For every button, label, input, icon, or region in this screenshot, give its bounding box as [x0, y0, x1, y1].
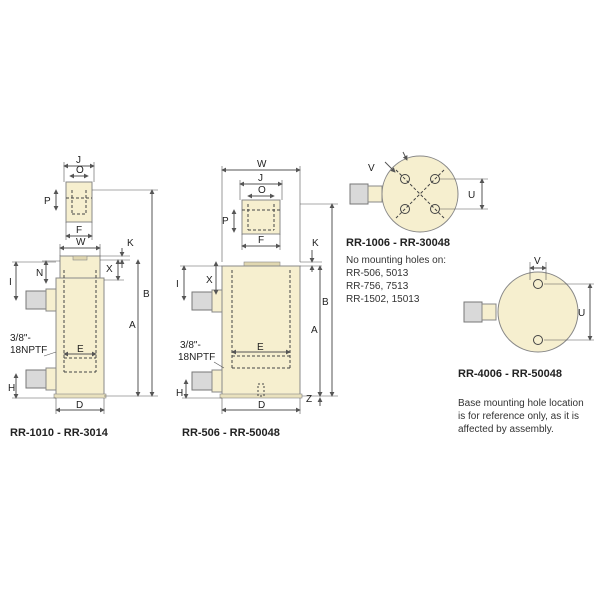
- middle-dim-O: O: [258, 185, 266, 196]
- bottom-right-dim-V: V: [534, 256, 541, 267]
- left-dim-H: H: [8, 383, 15, 394]
- left-dim-N: N: [36, 268, 43, 279]
- top-right-dim-V: V: [368, 163, 375, 174]
- mount-hole-2: [430, 174, 440, 184]
- middle-dim-E: E: [257, 342, 264, 353]
- bottom-right-base-circle: [497, 271, 579, 353]
- top-right-note-line-4: RR-1502, 15013: [346, 294, 420, 305]
- middle-port-label-2: 18NPTF: [178, 352, 215, 363]
- bottom-right-dim-U: U: [578, 308, 585, 319]
- middle-dim-K: K: [312, 238, 319, 249]
- left-plunger-box: [65, 181, 93, 223]
- left-cylinder-drawing: J O P F W: [8, 155, 158, 439]
- left-dim-D: D: [76, 400, 83, 411]
- middle-plunger-detail: [241, 199, 281, 235]
- left-caption: RR-1010 - RR-3014: [10, 427, 109, 439]
- middle-dim-F: F: [258, 235, 264, 246]
- left-port-label-2: 18NPTF: [10, 345, 47, 356]
- left-coupler-bottom: [25, 367, 57, 391]
- footnote: Base mounting hole location is for refer…: [458, 398, 584, 435]
- middle-dim-A: A: [311, 325, 318, 336]
- middle-dim-Z: Z: [306, 394, 312, 405]
- middle-dim-B: B: [322, 297, 329, 308]
- middle-dim-D: D: [258, 400, 265, 411]
- middle-dim-P: P: [222, 216, 229, 227]
- middle-dim-X: X: [206, 275, 213, 286]
- top-right-coupler: [349, 183, 369, 205]
- left-dim-E: E: [77, 344, 84, 355]
- middle-dim-W: W: [257, 159, 267, 170]
- left-cylinder-housing: [55, 277, 105, 397]
- middle-dim-J: J: [258, 173, 263, 184]
- bottom-right-coupler: [463, 301, 483, 323]
- middle-cylinder-drawing: W J O P F: [176, 159, 338, 439]
- top-right-note-line-2: RR-506, 5013: [346, 268, 409, 279]
- mount-hole-bottom: [533, 335, 543, 345]
- left-dim-X: X: [106, 264, 113, 275]
- middle-caption: RR-506 - RR-50048: [182, 427, 280, 439]
- left-coupler-top: [25, 288, 57, 312]
- left-dim-K: K: [127, 238, 134, 249]
- left-port-label-1: 3/8"-: [10, 333, 31, 344]
- top-right-base-view: V U RR-1006 - RR-30048 No mounting holes…: [346, 151, 488, 305]
- top-right-note-line-1: No mounting holes on:: [346, 255, 446, 266]
- bottom-right-base-view: V U RR-4006 - RR-50048: [458, 256, 594, 380]
- left-dim-P: P: [44, 196, 51, 207]
- footnote-line-3: affected by assembly.: [458, 424, 554, 435]
- left-dim-B: B: [143, 289, 150, 300]
- left-dim-I: I: [9, 277, 12, 288]
- left-dim-O: O: [76, 165, 84, 176]
- footnote-line-2: is for reference only, as it is: [458, 411, 579, 422]
- footnote-line-1: Base mounting hole location: [458, 398, 584, 409]
- mount-hole-top: [533, 279, 543, 289]
- left-dim-W: W: [76, 237, 86, 248]
- mount-hole-4: [430, 204, 440, 214]
- middle-coupler-top: [191, 289, 223, 313]
- left-dim-F: F: [76, 225, 82, 236]
- mount-hole-3: [400, 204, 410, 214]
- left-plunger-detail: [53, 162, 95, 240]
- left-dim-J: J: [76, 155, 81, 166]
- top-right-caption: RR-1006 - RR-30048: [346, 237, 450, 249]
- top-right-note-line-3: RR-756, 7513: [346, 281, 409, 292]
- top-right-base-circle: [381, 155, 459, 233]
- mount-hole-1: [400, 174, 410, 184]
- top-right-dim-U: U: [468, 190, 475, 201]
- middle-cylinder-housing: [221, 265, 301, 397]
- middle-coupler-bottom: [191, 369, 223, 393]
- left-dim-A: A: [129, 320, 136, 331]
- middle-cylinder-body: [191, 261, 303, 399]
- bottom-right-caption: RR-4006 - RR-50048: [458, 368, 562, 380]
- middle-port-label-1: 3/8"-: [180, 340, 201, 351]
- middle-dim-H: H: [176, 388, 183, 399]
- middle-dim-I: I: [176, 279, 179, 290]
